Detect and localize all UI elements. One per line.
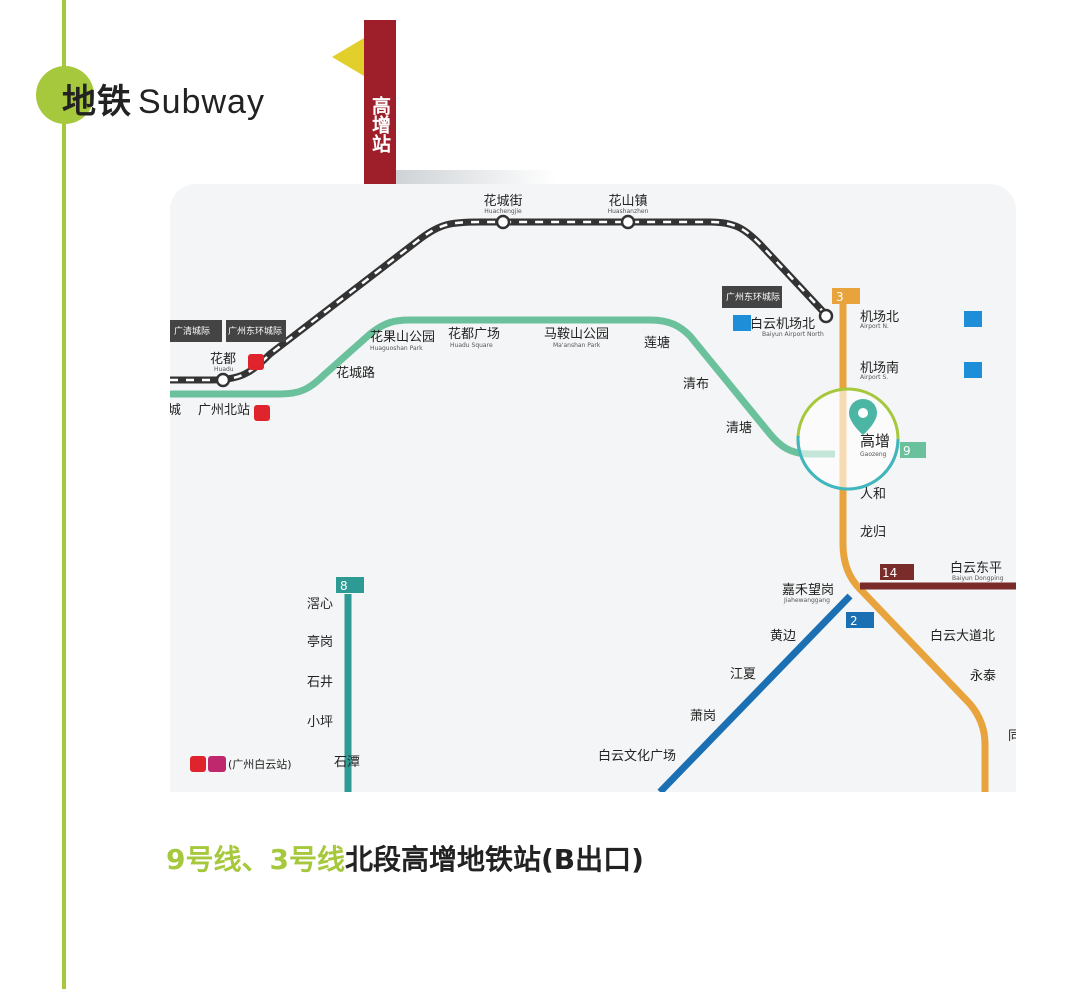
badge-line-9: 9: [903, 444, 911, 458]
station-tag-label: 高增站: [369, 96, 391, 153]
svg-text:Huadu: Huadu: [214, 366, 234, 373]
label-airports: 机场南: [860, 360, 899, 376]
line-3: [839, 294, 989, 792]
badge-line-14: 14: [882, 566, 897, 580]
label-airportn: 机场北: [860, 310, 899, 325]
svg-text:Gaozeng: Gaozeng: [860, 451, 887, 458]
caption-text: 北段高增地铁站(B出口): [344, 843, 644, 876]
label-yongtai: 永泰: [970, 669, 996, 684]
label-huangbian: 黄边: [770, 629, 796, 644]
tag-shadow: [396, 170, 556, 186]
label-huachengjie: 花城街: [483, 193, 522, 209]
heading-en: Subway: [138, 83, 265, 121]
intercity-label-qing: 广清城际: [174, 325, 210, 337]
line-9: [170, 316, 835, 458]
svg-text:Airport S.: Airport S.: [860, 374, 888, 381]
english-labels: Huachengjie Huashanzhen Huadu Huaguoshan…: [214, 208, 1004, 604]
label-jiaoxin: 滘心: [307, 597, 333, 612]
label-longgui: 龙归: [860, 525, 886, 540]
station-marker-huadu: [215, 372, 231, 388]
label-qingtang: 清塘: [726, 420, 752, 436]
label-gaozeng: 高增: [860, 432, 890, 450]
label-xiaoping: 小坪: [307, 715, 333, 730]
label-edge-left: 城: [170, 403, 181, 418]
svg-text:Baiyun Dongping: Baiyun Dongping: [952, 575, 1004, 582]
badge-line-3: 3: [836, 290, 844, 304]
intercity-label-left: 广州东环城际: [228, 325, 282, 337]
airport-icon: [964, 311, 982, 327]
label-shitan: 石潭: [334, 755, 360, 770]
svg-text:Huadu Square: Huadu Square: [450, 342, 493, 349]
station-marker-airport-intercity: [818, 308, 834, 324]
label-baiyunrail: (广州白云站): [228, 757, 292, 771]
label-renhe: 人和: [860, 487, 886, 502]
caption-highlight: 9号线、3号线: [166, 843, 345, 876]
label-maanshan: 马鞍山公园: [544, 326, 609, 342]
svg-text:Airport N.: Airport N.: [860, 323, 889, 330]
label-huashanzhen: 花山镇: [608, 193, 647, 209]
label-jiahewanggang: 嘉禾望岗: [782, 582, 834, 598]
label-huachenglu: 花城路: [336, 365, 375, 381]
airport-icon: [964, 362, 982, 378]
label-jiangxia: 江夏: [730, 667, 756, 682]
svg-text:Huaguoshan Park: Huaguoshan Park: [370, 345, 423, 352]
label-edge-right: 同: [1008, 729, 1016, 744]
svg-text:Ma'anshan Park: Ma'anshan Park: [553, 342, 601, 349]
badge-line-2: 2: [850, 614, 858, 628]
railway-icon: [254, 405, 270, 421]
label-huaguoshan: 花果山公园: [370, 329, 435, 345]
label-qingbu: 清布: [683, 377, 709, 392]
heading-cn: 地铁: [62, 82, 132, 122]
airport-icon: [733, 315, 751, 331]
label-baiyunairportn: 白云机场北: [750, 316, 815, 332]
label-xiaogang: 萧岗: [690, 709, 716, 724]
subway-map: 花城街 花山镇 花都 广州北站 花城路 花果山公园 花都广场 马鞍山公园 莲塘 …: [170, 184, 1016, 792]
label-baiyunwenhua: 白云文化广场: [598, 748, 676, 764]
timeline-rule: [62, 0, 66, 989]
svg-text:Jiahewanggang: Jiahewanggang: [783, 597, 830, 604]
svg-text:Baiyun Airport North: Baiyun Airport North: [762, 331, 824, 338]
railway-icon: [190, 756, 206, 772]
label-liantang: 莲塘: [644, 335, 670, 351]
label-baiyundadaobei: 白云大道北: [930, 628, 995, 644]
station-marker-huashanzhen: [620, 214, 636, 230]
section-bullet: [36, 66, 94, 124]
station-tag: 高增站: [364, 20, 396, 184]
label-shijing: 石井: [307, 675, 333, 690]
label-huadu: 花都: [210, 351, 236, 367]
label-baiyundongping: 白云东平: [950, 560, 1002, 576]
caption: 9号线、3号线北段高增地铁站(B出口): [166, 838, 644, 878]
line-2: [657, 593, 853, 792]
svg-text:Huashanzhen: Huashanzhen: [608, 208, 649, 215]
badge-line-8: 8: [340, 579, 348, 593]
text-labels: 花城街 花山镇 花都 广州北站 花城路 花果山公园 花都广场 马鞍山公园 莲塘 …: [170, 193, 1016, 771]
svg-text:Huachengjie: Huachengjie: [484, 208, 522, 215]
label-tinggang: 亭岗: [307, 634, 333, 650]
label-gzbei: 广州北站: [198, 403, 250, 418]
railway-icon: [248, 354, 264, 370]
label-huaduguangchang: 花都广场: [448, 326, 500, 342]
intercity-train-icon: [208, 756, 226, 772]
station-marker-huachengjie: [495, 214, 511, 230]
intercity-label-right: 广州东环城际: [726, 291, 780, 303]
